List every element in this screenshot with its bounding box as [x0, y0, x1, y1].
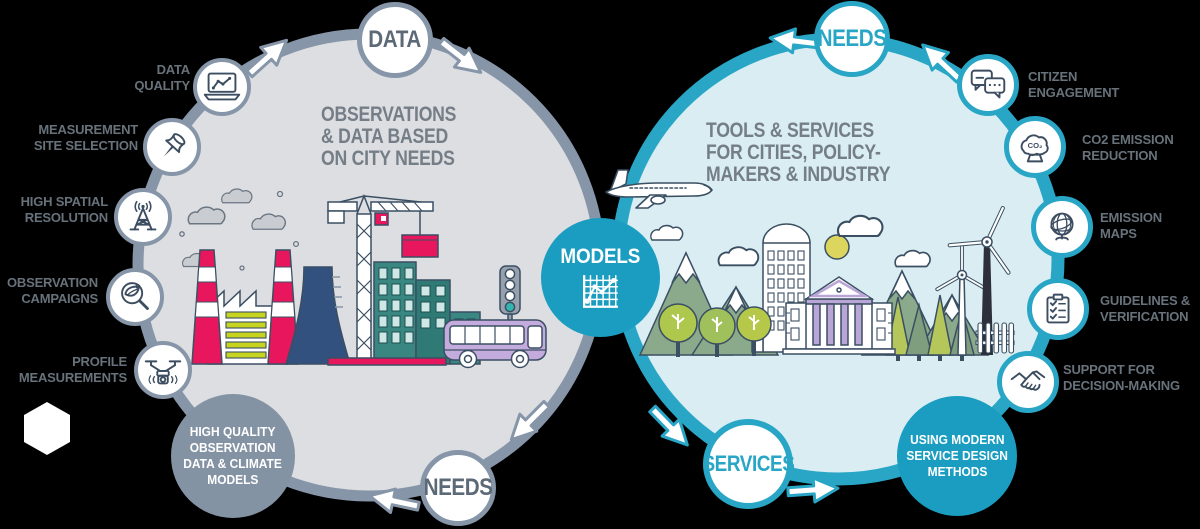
- sun: [824, 234, 850, 260]
- data-node: DATA: [357, 2, 433, 78]
- push-pin-icon: [143, 118, 201, 176]
- green-city-illustration: [638, 206, 1015, 361]
- arrow-from-services: [786, 476, 840, 504]
- magnifier-leaf-icon: [106, 268, 164, 326]
- factory-chimney-right: [267, 249, 299, 365]
- speech-bubbles-icon: [957, 54, 1019, 116]
- pink-ground-bar: [327, 357, 447, 366]
- right-cycle-title: TOOLS & SERVICES FOR CITIES, POLICY- MAK…: [706, 119, 891, 186]
- co2-cloud-icon: CO₂: [1004, 116, 1066, 178]
- industrial-city-illustration: [179, 188, 547, 369]
- factory-windows: [225, 311, 267, 359]
- left-cycle-badge: HIGH QUALITY OBSERVATION DATA & CLIMATE …: [171, 394, 295, 518]
- left-cycle-title: OBSERVATIONS & DATA BASED ON CITY NEEDS: [321, 103, 457, 170]
- needs-node-left: NEEDS: [420, 450, 496, 526]
- services-node: SERVICES: [702, 419, 794, 509]
- smoke-clouds: [179, 188, 300, 271]
- arrow-from-needs-left: [368, 487, 421, 515]
- picket-fence: [975, 322, 1015, 354]
- co2-icon-text: CO₂: [1028, 141, 1043, 150]
- arrow-from-data: [437, 36, 483, 74]
- clipboard-check-icon: [1027, 278, 1089, 340]
- construction-crane: [327, 193, 439, 365]
- traffic-light: [499, 265, 521, 353]
- round-trees: [658, 303, 772, 357]
- hexagon-decoration: [24, 402, 70, 455]
- classical-building: [782, 276, 896, 355]
- drone-icon: [134, 341, 192, 399]
- wind-turbines: [935, 206, 1011, 356]
- factory-chimney-left: [191, 249, 223, 365]
- models-node: MODELS: [541, 218, 660, 337]
- laptop-chart-icon: [193, 58, 251, 116]
- globe-icon: [1031, 196, 1093, 258]
- arrow-to-services: [648, 404, 689, 447]
- right-cycle-badge: USING MODERN SERVICE DESIGN METHODS: [897, 396, 1017, 516]
- city-bus: [443, 319, 547, 369]
- antenna-icon: [114, 188, 172, 246]
- needs-node-right: NEEDS: [814, 1, 890, 77]
- arrow-to-needs-left: [509, 399, 552, 442]
- airplane-icon: [605, 169, 713, 209]
- label-guidelines-verification: GUIDELINES &VERIFICATION: [1100, 293, 1191, 324]
- chart-grid-icon: [582, 275, 618, 308]
- arrow-to-data: [245, 38, 289, 79]
- handshake-icon: [997, 351, 1059, 413]
